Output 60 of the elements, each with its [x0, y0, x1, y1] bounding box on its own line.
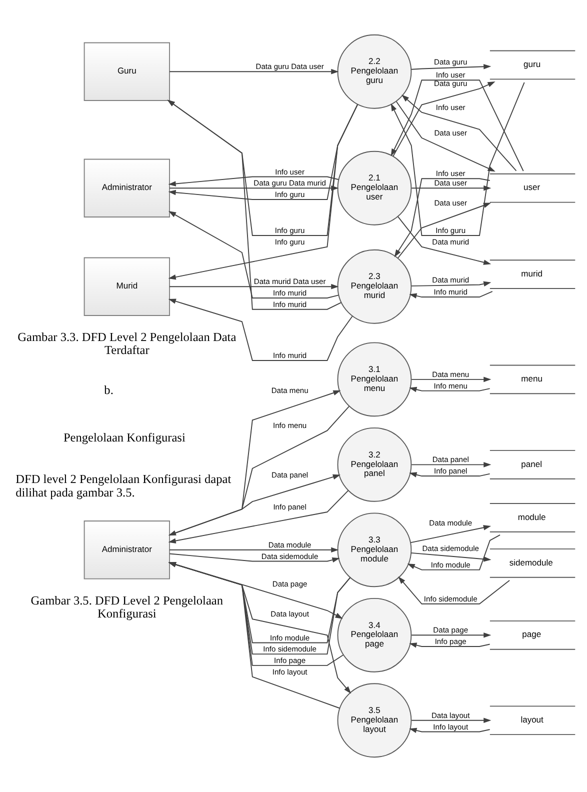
edge-label: Data user	[434, 178, 468, 188]
edge-label: Info layout	[272, 667, 308, 676]
edge-label: Info murid	[272, 351, 307, 360]
edge-label: Info module	[430, 560, 470, 570]
edge-label: Data murid Data user	[254, 277, 326, 286]
node-text: murid	[521, 268, 542, 278]
label: b.	[104, 383, 114, 398]
label: Gambar 3.3. DFD Level 2 Pengelolaan Data Terdaftar	[18, 330, 236, 358]
node-text: sidemodule	[509, 557, 553, 568]
node-text: menu	[521, 374, 542, 384]
edge-label: Info murid	[434, 288, 468, 297]
edge-label: Data layout	[270, 610, 309, 619]
node-text: page	[522, 629, 542, 640]
edge-label: Info user	[275, 167, 305, 176]
label: Pengelolaan Konfigurasi	[63, 430, 186, 444]
edge-label: Data panel	[272, 470, 308, 480]
edge-label: Info menu	[272, 421, 307, 430]
edge-label: Info layout	[433, 722, 468, 732]
node-text: panel	[521, 458, 542, 469]
edge-label: Data module	[268, 540, 312, 550]
edge-label: Data guru	[434, 57, 468, 66]
edge-label: Info user	[436, 169, 466, 178]
node-text: guru	[524, 59, 541, 70]
edge-label: Info guru	[274, 226, 305, 236]
edge-label: Info sidemodule	[424, 594, 478, 604]
edge-label: Data murid	[432, 275, 470, 284]
edge-label: Data panel	[432, 455, 469, 464]
edge-label: Info guru	[436, 226, 466, 236]
edge-label: Info guru	[274, 237, 305, 246]
edge-label: Info murid	[272, 300, 307, 309]
edge-label: Info page	[274, 656, 306, 665]
edge-label: Info module	[270, 633, 310, 642]
edge-label: Data layout	[431, 710, 470, 720]
node-text: user	[524, 182, 540, 192]
node-text: layout	[520, 714, 544, 724]
label: Gambar 3.5. DFD Level 2 Pengelolaan Konfigurasi	[30, 593, 224, 621]
edge-label: Data page	[433, 626, 468, 635]
edge-label: Info user	[436, 70, 466, 80]
edge-label: Data guru	[434, 79, 468, 88]
edge-label: Data user	[434, 198, 468, 208]
edge-label: Info page	[434, 637, 466, 646]
edge-label: Info sidemodule	[263, 644, 317, 654]
edge-label: Info panel	[273, 502, 306, 512]
edge-label: Info murid	[272, 288, 307, 298]
edge-label: Data guru Data user	[256, 62, 324, 72]
edge-label: Data menu	[432, 370, 470, 379]
edge-label: Data murid	[432, 237, 470, 246]
edge-label: Data module	[429, 518, 472, 528]
edge-label: Data menu	[271, 386, 308, 396]
label: DFD level 2 Pengelolaan Konfigurasi dapat dilihat pada gambar 3.5.	[16, 472, 232, 500]
edge-label: Data page	[272, 579, 308, 588]
edge-label: Info panel	[434, 466, 468, 476]
edge-label: Info user	[436, 102, 466, 112]
edge-label: Info guru	[274, 190, 305, 200]
node-text: module	[518, 512, 546, 522]
edge-label: Data guru Data murid	[254, 178, 326, 188]
edge-label: Data sidemodule	[261, 552, 318, 561]
edge-label: Info menu	[434, 381, 468, 390]
edge-label: Data sidemodule	[422, 544, 479, 554]
edge-label: Data user	[434, 128, 468, 138]
